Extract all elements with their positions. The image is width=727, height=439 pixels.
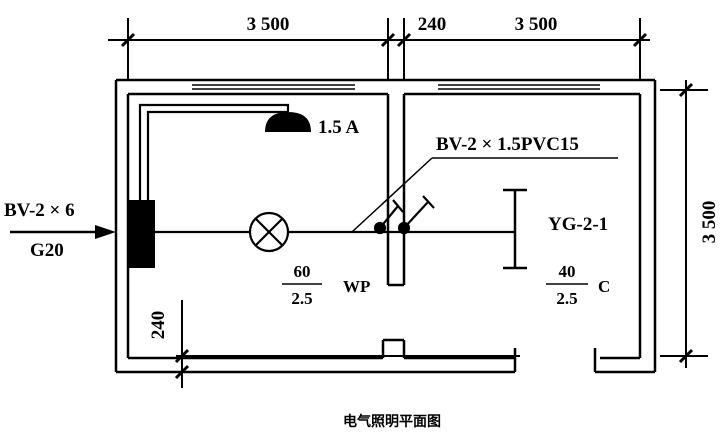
lamp-c-spec: 40 2.5 C [546, 262, 610, 308]
dim-top-left: 3 500 [247, 14, 290, 35]
walls [114, 78, 657, 374]
dim-bottom-left: 240 [148, 311, 169, 340]
lamp-c-mount-label: C [598, 277, 610, 296]
lamp-b-denominator: 2.5 [291, 289, 312, 308]
incandescent-lamp-icon [248, 211, 290, 253]
figure-caption: 电气照明平面图 [343, 413, 441, 430]
lamp-c-numerator: 40 [559, 262, 576, 281]
lamp-c-type-label: YG-2-1 [548, 214, 608, 235]
lamp-a-power-label: 1.5 A [318, 117, 359, 138]
pendant-lamp-icon [265, 104, 311, 132]
distribution-panel-icon [128, 200, 155, 268]
windows [192, 84, 600, 90]
dim-right: 3 500 [699, 201, 720, 244]
switch-icon [373, 195, 435, 235]
lamp-b-spec: 60 2.5 WP [282, 262, 370, 308]
fluorescent-lamp-icon [503, 188, 527, 270]
lamp-c-denominator: 2.5 [556, 289, 577, 308]
incoming-cable-label: BV-2 × 6 [4, 200, 75, 221]
branch-cable-leader [351, 157, 618, 233]
branch-cable-label: BV-2 × 1.5PVC15 [436, 134, 579, 155]
bottom-dimension [174, 300, 520, 388]
right-dimension [660, 80, 708, 368]
top-dimension [108, 18, 650, 80]
lamp-b-mount-label: WP [343, 277, 370, 296]
lamp-b-numerator: 60 [294, 262, 311, 281]
incoming-feeder-arrow [10, 225, 116, 239]
dim-top-right: 3 500 [515, 14, 558, 35]
incoming-conduit-label: G20 [30, 240, 64, 261]
dim-top-mid: 240 [418, 14, 447, 35]
